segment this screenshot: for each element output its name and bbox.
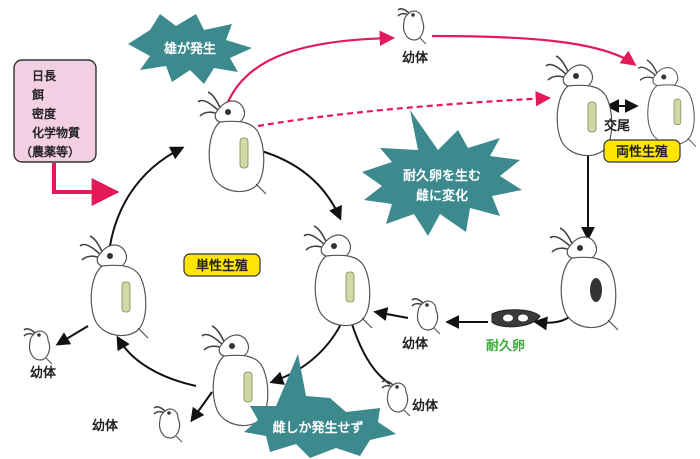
factor-day-length: 日長 xyxy=(32,68,57,83)
cycle-arrow-bottom-to-left xyxy=(116,335,197,387)
label-resting-egg: 耐久卵 xyxy=(486,338,525,354)
cycle-arrow-right-to-bottom xyxy=(269,317,345,385)
svg-text:単性生殖: 単性生殖 xyxy=(196,258,248,274)
label-juvenile-right: 幼体 xyxy=(402,336,429,352)
daphnia-icon xyxy=(79,235,149,339)
arrow-to-juvenile-bottom xyxy=(190,391,213,423)
factor-density: 密度 xyxy=(32,106,57,121)
environmental-factors-box: 日長 餌 密度 化学物質 （農薬等） xyxy=(13,59,97,163)
callout-resting-egg-female-line2: 雌に変化 xyxy=(416,188,468,204)
callout-males-appear-text: 雄が発生 xyxy=(163,41,216,57)
label-juvenile-bottom: 幼体 xyxy=(92,418,119,434)
callout-females-only: 雌しか発生せず xyxy=(244,354,396,458)
daphnia-icon xyxy=(23,328,53,365)
arrow-to-juvenile-middle xyxy=(349,317,391,385)
daphnia-icon xyxy=(411,298,441,335)
label-juvenile-left: 幼体 xyxy=(30,365,57,381)
svg-text:両性生殖: 両性生殖 xyxy=(616,144,668,160)
callout-resting-egg-female-line1: 耐久卵を生む xyxy=(403,168,481,184)
male-emergence-arrow xyxy=(226,30,396,103)
ephippium-icon xyxy=(491,309,541,328)
arrow-juvenile-to-female xyxy=(373,307,409,321)
male-growth-arrow xyxy=(431,34,637,66)
label-juvenile-middle: 幼体 xyxy=(412,398,439,414)
daphnia-icon xyxy=(381,380,411,417)
daphnia-icon xyxy=(549,227,619,331)
factors-box-background xyxy=(13,59,97,163)
daphnia-icon xyxy=(637,59,697,148)
parthenogenesis-label: 単性生殖 xyxy=(183,253,261,277)
daphnia-icon xyxy=(303,225,373,329)
factor-pesticides: （農薬等） xyxy=(20,144,80,159)
daphnia-icon xyxy=(153,406,183,443)
parthenogenesis-cycle-arrows xyxy=(107,146,345,387)
callout-males-appear: 雄が発生 xyxy=(128,14,252,84)
label-mating: 交尾 xyxy=(604,118,630,134)
resting-egg-female-transition-arrow xyxy=(257,90,552,128)
cycle-arrow-left-to-top xyxy=(107,146,185,263)
daphnia-icon xyxy=(197,91,267,195)
daphnia-icon xyxy=(397,8,427,45)
callout-resting-egg-female: 耐久卵を生む 雌に変化 xyxy=(362,110,522,236)
factor-chemicals: 化学物質 xyxy=(32,125,80,140)
callout-females-only-text: 雌しか発生せず xyxy=(272,420,363,436)
cycle-arrow-top-to-right xyxy=(257,149,342,221)
factor-food: 餌 xyxy=(31,87,44,102)
label-juvenile-top: 幼体 xyxy=(402,50,429,66)
sexual-reproduction-label: 両性生殖 xyxy=(603,139,681,163)
factors-influence-arrow xyxy=(52,163,120,206)
daphnia-icon xyxy=(545,55,615,159)
arrow-to-juvenile-left xyxy=(55,325,89,346)
